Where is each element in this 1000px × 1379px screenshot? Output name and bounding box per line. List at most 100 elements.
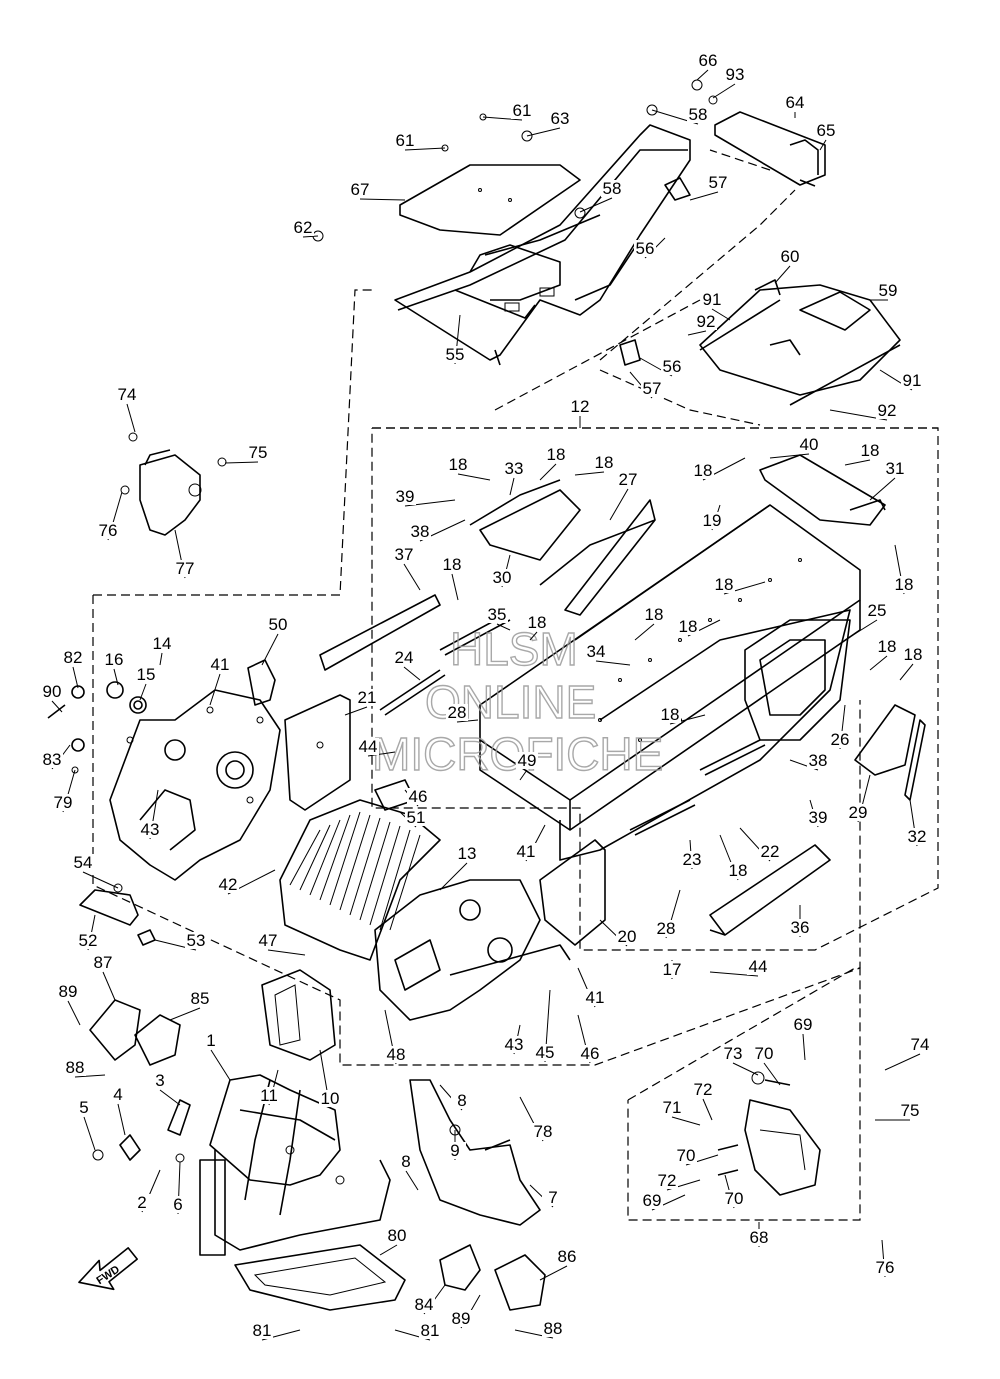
callout-c18a: 18 xyxy=(449,455,468,474)
callout-bg-c45 xyxy=(534,1044,556,1061)
callout-bg-c12 xyxy=(569,398,591,415)
leader-c34 xyxy=(595,660,631,666)
callout-bg-c18m xyxy=(659,706,681,723)
callout-bg-c18j xyxy=(643,606,665,623)
leader-c58b xyxy=(579,197,613,213)
small-parts-left xyxy=(92,1099,191,1163)
callout-bg-c92b xyxy=(876,402,898,419)
callout-bg-c82 xyxy=(62,649,84,666)
leader-c66 xyxy=(696,69,709,81)
callout-bg-c64 xyxy=(784,94,806,111)
leader-c24 xyxy=(403,666,421,681)
callout-bg-c62 xyxy=(292,219,314,236)
callout-bg-c54 xyxy=(72,854,94,871)
callout-bg-c72a xyxy=(692,1081,714,1098)
callout-c58a: 58 xyxy=(689,105,708,124)
callout-c41a: 41 xyxy=(211,655,230,674)
callout-c14: 14 xyxy=(153,634,172,653)
callout-bg-c52 xyxy=(77,932,99,949)
callout-bg-c25 xyxy=(866,602,888,619)
bulkhead-13 xyxy=(374,879,571,1021)
leader-c90 xyxy=(51,700,63,713)
callout-bg-c69a xyxy=(792,1016,814,1033)
callout-bg-c8b xyxy=(395,1153,417,1170)
tunnel-holes xyxy=(598,558,802,742)
bracket-50 xyxy=(247,659,276,706)
fwd-arrow: FWD xyxy=(78,1247,138,1291)
watermark: HLSM ONLINE MICROFICHE xyxy=(371,622,664,780)
callout-bg-c73 xyxy=(722,1045,744,1062)
callout-bg-c18b xyxy=(545,446,567,463)
leader-c18b xyxy=(539,463,557,481)
callout-c3: 3 xyxy=(155,1071,164,1090)
callout-bg-c91b xyxy=(901,372,923,389)
callout-c12: 12 xyxy=(571,397,590,416)
callout-bg-c70b xyxy=(675,1147,697,1164)
callout-c73: 73 xyxy=(724,1044,743,1063)
callout-c2: 2 xyxy=(137,1193,146,1212)
callout-bg-c89a xyxy=(57,983,79,1000)
callout-c18b: 18 xyxy=(547,445,566,464)
callout-c35: 35 xyxy=(488,605,507,624)
callout-c48: 48 xyxy=(387,1045,406,1064)
callout-c81a: 81 xyxy=(253,1321,272,1340)
callout-bg-c56b xyxy=(661,358,683,375)
callout-bg-c67 xyxy=(349,181,371,198)
leader-c16 xyxy=(113,668,119,686)
leader-c21 xyxy=(344,706,368,716)
callout-bg-c58b xyxy=(601,180,623,197)
leader-c57a xyxy=(689,191,719,201)
callout-bg-c46b xyxy=(579,1045,601,1062)
fwd-label: FWD xyxy=(94,1263,122,1287)
leader-c89a xyxy=(67,1000,81,1026)
callout-bg-c76a xyxy=(97,522,119,539)
callout-bg-c91a xyxy=(701,291,723,308)
leader-c72a xyxy=(702,1098,713,1121)
callout-c31: 31 xyxy=(886,459,905,478)
callout-bg-c90 xyxy=(41,683,63,700)
leader-c62 xyxy=(302,235,319,238)
callout-bg-c68 xyxy=(748,1229,770,1246)
callout-bg-c69b xyxy=(641,1192,663,1209)
leader-c85 xyxy=(169,1007,201,1021)
callout-bg-c85 xyxy=(189,990,211,1007)
leader-c61a xyxy=(482,116,523,121)
callout-bg-c31 xyxy=(884,460,906,477)
callout-c49: 49 xyxy=(518,751,537,770)
callout-c7: 7 xyxy=(548,1188,557,1207)
callout-bg-c6 xyxy=(167,1196,189,1213)
callout-c39b: 39 xyxy=(809,808,828,827)
callout-c89b: 89 xyxy=(452,1309,471,1328)
callout-c79: 79 xyxy=(54,793,73,812)
callout-c18d: 18 xyxy=(694,461,713,480)
callout-bg-c80 xyxy=(386,1227,408,1244)
leader-c27 xyxy=(609,488,629,521)
callout-c8a: 8 xyxy=(457,1091,466,1110)
callout-bg-c88b xyxy=(542,1320,564,1337)
callout-c65: 65 xyxy=(817,121,836,140)
callout-c92a: 92 xyxy=(697,312,716,331)
callout-c62: 62 xyxy=(294,218,313,237)
leader-c88a xyxy=(74,1074,106,1078)
callout-bg-c50 xyxy=(267,616,289,633)
leader-c40 xyxy=(769,453,810,459)
callout-bg-c13 xyxy=(456,845,478,862)
callout-c88a: 88 xyxy=(66,1058,85,1077)
callout-c70c: 70 xyxy=(725,1189,744,1208)
leader-c63 xyxy=(526,127,561,137)
callout-c42: 42 xyxy=(219,875,238,894)
callout-c23: 23 xyxy=(683,850,702,869)
callout-c36: 36 xyxy=(791,918,810,937)
leader-c15 xyxy=(139,683,147,701)
callout-c40: 40 xyxy=(800,435,819,454)
callout-c70a: 70 xyxy=(755,1044,774,1063)
leader-c54 xyxy=(82,871,119,889)
callout-c44a: 44 xyxy=(359,737,378,756)
callout-c92b: 92 xyxy=(878,401,897,420)
leader-c44b xyxy=(709,971,759,977)
callout-bg-c41a xyxy=(209,656,231,673)
leader-c93 xyxy=(712,83,736,99)
callout-bg-c44a xyxy=(357,738,379,755)
